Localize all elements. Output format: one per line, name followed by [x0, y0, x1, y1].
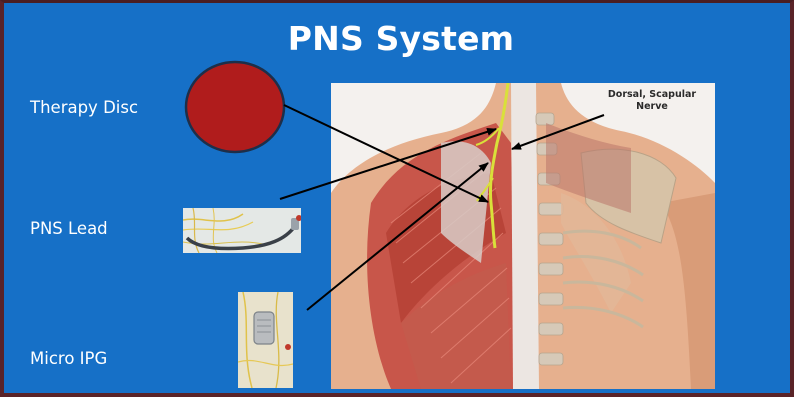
- pns-lead-image: [183, 208, 301, 253]
- pns-lead-label: PNS Lead: [30, 219, 108, 238]
- anatomy-illustration: [331, 83, 715, 389]
- micro-ipg-label: Micro IPG: [30, 349, 107, 368]
- dorsal-scapular-nerve-callout: Dorsal, Scapular Nerve: [600, 89, 704, 113]
- micro-ipg-image: [238, 292, 293, 388]
- therapy-disc-label: Therapy Disc: [30, 98, 138, 117]
- slide-title: PNS System: [4, 19, 794, 58]
